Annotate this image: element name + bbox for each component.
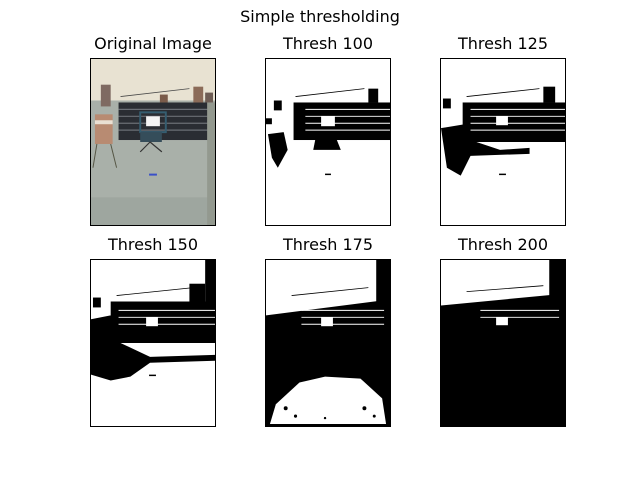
thresh-150-image (90, 259, 216, 427)
panel-title-thresh-125: Thresh 125 (457, 34, 549, 53)
thresh-125-image (440, 58, 566, 226)
figure-suptitle: Simple thresholding (240, 7, 400, 26)
panel-title-original: Original Image (94, 34, 212, 53)
panel-title-thresh-200: Thresh 200 (457, 235, 549, 254)
panel-title-thresh-150: Thresh 150 (107, 235, 199, 254)
original-image (90, 58, 216, 226)
panel-title-thresh-175: Thresh 175 (282, 235, 374, 254)
panel-title-thresh-100: Thresh 100 (282, 34, 374, 53)
thresh-100-image (265, 58, 391, 226)
thresh-175-image (265, 259, 391, 427)
thresh-200-image (440, 259, 566, 427)
